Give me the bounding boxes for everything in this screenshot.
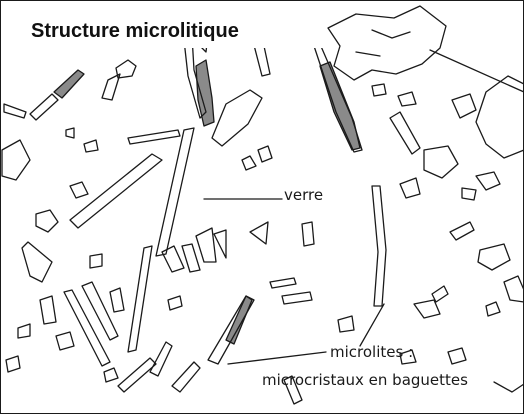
microlite-needle <box>372 186 386 306</box>
phenocryst <box>328 6 446 80</box>
microlite-needle <box>156 128 194 256</box>
label-microcristaux: microcristaux en baguettes <box>262 371 468 389</box>
microlite-needle <box>450 222 474 240</box>
microlite-needle <box>118 358 156 392</box>
small-crystal <box>398 92 416 106</box>
microlite-needle <box>390 112 420 154</box>
small-crystal <box>476 172 500 190</box>
small-crystal <box>242 156 256 170</box>
microlite-needle <box>150 342 172 376</box>
phenocryst-leader-line <box>430 50 524 92</box>
small-crystal <box>70 182 88 198</box>
microlite-needle <box>212 90 262 146</box>
microlite-needle <box>4 104 26 118</box>
small-crystal <box>486 302 500 316</box>
small-crystal <box>168 296 182 310</box>
microlite-needle <box>182 244 200 272</box>
microlite-needle <box>70 154 162 228</box>
small-crystal <box>104 368 118 382</box>
microlite-leader-line <box>228 352 326 364</box>
phenocryst-crack <box>356 30 410 56</box>
microlite-needle <box>110 288 124 312</box>
microlite-hatched <box>196 60 214 126</box>
small-crystal <box>448 348 466 364</box>
small-crystal <box>424 146 458 178</box>
small-crystal <box>56 332 74 350</box>
microlite-needle <box>30 94 58 120</box>
microlite-hatched <box>320 62 360 150</box>
small-crystal <box>478 244 510 270</box>
microlite-leader-line <box>494 382 524 392</box>
small-crystal <box>372 84 386 96</box>
small-crystal <box>414 300 440 318</box>
microlite-needle <box>250 222 268 244</box>
small-crystal <box>258 146 272 162</box>
microlite-hatched <box>54 70 84 98</box>
microlite-needle <box>162 246 184 272</box>
small-crystal <box>36 210 58 232</box>
microlite-needle <box>196 228 216 262</box>
microlite-needle <box>214 230 226 258</box>
small-crystal <box>18 324 30 338</box>
small-crystal <box>338 316 354 332</box>
microlite-hatched <box>226 296 252 344</box>
small-crystal <box>400 178 420 198</box>
microlite-needle <box>282 292 312 304</box>
small-crystal <box>462 188 476 200</box>
small-crystal <box>2 140 30 180</box>
title-box: Structure microlitique <box>19 14 324 48</box>
microlite-leader-line <box>360 304 384 346</box>
small-crystal <box>90 254 102 268</box>
small-crystal <box>66 128 74 138</box>
small-crystal <box>84 140 98 152</box>
small-crystal <box>504 276 524 302</box>
microlite-needle <box>128 246 152 352</box>
figure-title: Structure microlitique <box>31 20 239 43</box>
microlite-needle <box>270 278 296 288</box>
microlite-needle <box>302 222 314 246</box>
small-crystal <box>452 94 476 118</box>
microlite-needle <box>40 296 56 324</box>
microlite-needle <box>128 130 180 144</box>
microlite-needle <box>22 242 52 282</box>
microlite-needle <box>102 74 120 100</box>
microlite-needle <box>172 362 200 392</box>
label-microlites: microlites : <box>330 343 413 361</box>
small-crystal <box>6 356 20 372</box>
label-verre: verre <box>284 186 323 204</box>
